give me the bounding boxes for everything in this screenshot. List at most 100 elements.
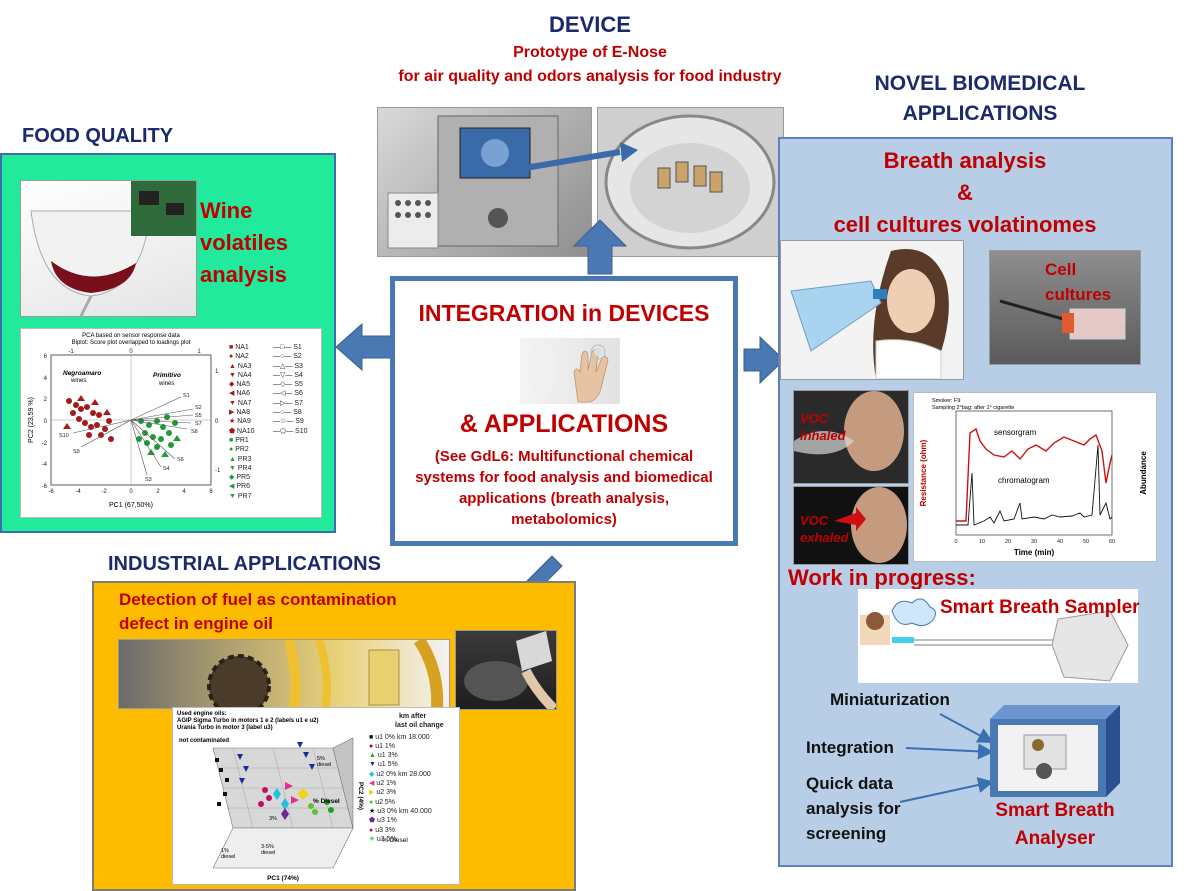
pca-righttick: -1 [215,468,221,474]
sensor-chamber-photo [597,107,784,257]
oil-diesel-pct: % Diesel [313,798,340,805]
engine-gears-photo [118,639,450,709]
legend-item: —⬠— S10 [273,427,308,435]
pca-biplot: PCA based on sensor response data Biplot… [20,328,322,518]
industrial-subtitle-1: Detection of fuel as contamination [119,590,397,609]
pca-righttick: 0 [215,419,219,425]
pca-title-1: PCA based on sensor response data [82,333,180,339]
legend-item: ▼ PR7 [229,492,252,500]
pca-negroamaro-wines: wines [70,378,86,384]
pca-legend-samples: ■ NA1 ● NA2 ▲ NA3 ▼ NA4 ◆ NA5 ◀ NA6 ▼ NA… [229,343,255,501]
food-quality-title: FOOD QUALITY [22,125,174,147]
legend-item: ◀ NA6 [229,390,250,398]
device-subtitle-1: Prototype of E-Nose [513,44,667,61]
sensorgram-ylabel-left: Resistance (ohm) [919,439,928,506]
integration-panel [390,276,738,546]
sg-xtick: 60 [1109,539,1115,545]
industrial-title: INDUSTRIAL APPLICATIONS [108,553,381,575]
legend-item: ⬟ NA10 [229,427,255,435]
smart-breath-sampler-panel [858,589,1138,683]
legend-item: —▽— S4 [273,371,303,379]
legend-item: —○— S2 [273,353,302,361]
oil-legend: km after last oil change ■ u1 0% km 18.0… [369,712,444,844]
pca-ytick: 0 [44,419,48,425]
legend-item: —☆— S9 [273,418,304,426]
integration-label: Integration [806,738,894,757]
industrial-subtitle-2: defect in engine oil [119,614,273,633]
primitivo-cluster [136,414,181,457]
breath-heading-1: Breath analysis [883,148,1047,173]
legend-item: ▼ NA7 [229,399,252,407]
sensorgram-label: sensorgram [994,428,1037,437]
oil-diesel-5: 5%diesel [317,756,331,768]
pca-loading-label: S6 [177,457,184,463]
legend-item: ◀ PR6 [229,483,250,491]
sg-xtick: 20 [1005,539,1011,545]
pca-primitivo-wines: wines [158,381,174,387]
legend-item: ◆ PR5 [229,474,250,482]
legend-item: ★ u3 0% km 40.000 [369,807,432,815]
pca-loading-label: S1 [183,393,190,399]
legend-item: ■ NA1 [229,344,249,351]
legend-item: —◇— S5 [273,381,303,389]
negroamaro-cluster [63,395,114,442]
device-subtitle-2: for air quality and odors analysis for f… [398,68,782,85]
breath-heading-3: cell cultures volatinomes [833,212,1097,237]
legend-item: ■ u1 0% km 18.000 [369,733,430,741]
pca-xtick: -2 [101,489,107,495]
legend-item: ● u3 3% [369,826,396,834]
quick-data-label-2: analysis for [806,799,901,818]
pca-ytick: -4 [42,462,48,468]
oil-clusters [215,742,334,820]
legend-item: ▼ PR4 [229,464,252,472]
sensorgram-sampling: Sampling 2°bag: after 1° cigarette [932,405,1014,411]
sensorgram-xlabel: Time (min) [1014,548,1055,557]
legend-item: ▼ u1 5% [369,761,398,769]
legend-item: ● PR2 [229,446,249,454]
voc-inhaled-photo [793,390,909,484]
oil-header-1: Used engine oils: [177,711,227,717]
pca-loading-label: S10 [59,433,69,439]
pca-toptick: -1 [68,349,74,355]
device-link-arrow [524,142,638,171]
legend-item: ✳ u3 5% [369,835,397,843]
pca-loading-vectors [72,396,194,476]
sensorgram-smoker: Smoker: F9 [932,398,960,404]
oil-diesel-3: 3% [269,816,277,822]
legend-item: ⬟ u3 1% [369,817,397,825]
oil-header-2: AGIP Sigma Turbo in motors 1 e 2 (labels… [177,718,318,724]
legend-item: ■ PR1 [229,436,249,444]
biomedical-title-2: APPLICATIONS [902,102,1058,125]
breath-sampling-photo [780,240,964,380]
wine-caption-1: Wine [200,198,253,223]
sg-xtick: 40 [1057,539,1063,545]
legend-item: ● NA2 [229,353,249,361]
legend-item: ◀ u2 1% [369,780,397,788]
sg-xtick: 30 [1031,539,1037,545]
legend-item: —◁— S6 [273,390,303,398]
pca-xtick: 2 [156,489,160,495]
integration-title: INTEGRATION in DEVICES [418,300,710,326]
cell-cultures-label-1: Cell [1045,260,1077,279]
hand-touch-image [520,338,620,404]
breath-heading-2: & [957,180,973,205]
oil-ylabel: PC2 (4%) [357,782,364,810]
pca-loading-label: S3 [145,477,152,483]
wine-caption-2: volatiles [200,230,289,255]
legend-item: —▷— S7 [273,399,303,407]
pca-toptick: 1 [197,349,201,355]
legend-item: ★ NA9 [229,418,251,426]
sensorgram-ylabel-right: Abundance [1139,451,1148,495]
oil-header-3: Urania Turbo in motor 3 (label u3) [177,725,273,731]
arrow-up-to-device [572,219,628,275]
sensorgram-svg: Smoker: F9 Sampling 2°bag: after 1° ciga… [919,398,1148,557]
analyser-arrows [899,713,994,803]
pca-ytick: 6 [44,354,48,360]
integration-note: (See GdL6: Multifunctional chemical syst… [415,448,713,528]
wine-glass-photo [20,180,197,317]
pca-title-2: Biplot: Score plot overlapped to loading… [72,340,191,346]
quick-data-label-1: Quick data [806,774,893,793]
oil-pca-svg: Used engine oils: AGIP Sigma Turbo in mo… [177,711,408,882]
legend-item: ▼ NA4 [229,371,252,379]
legend-item: ● u1 1% [369,742,396,750]
